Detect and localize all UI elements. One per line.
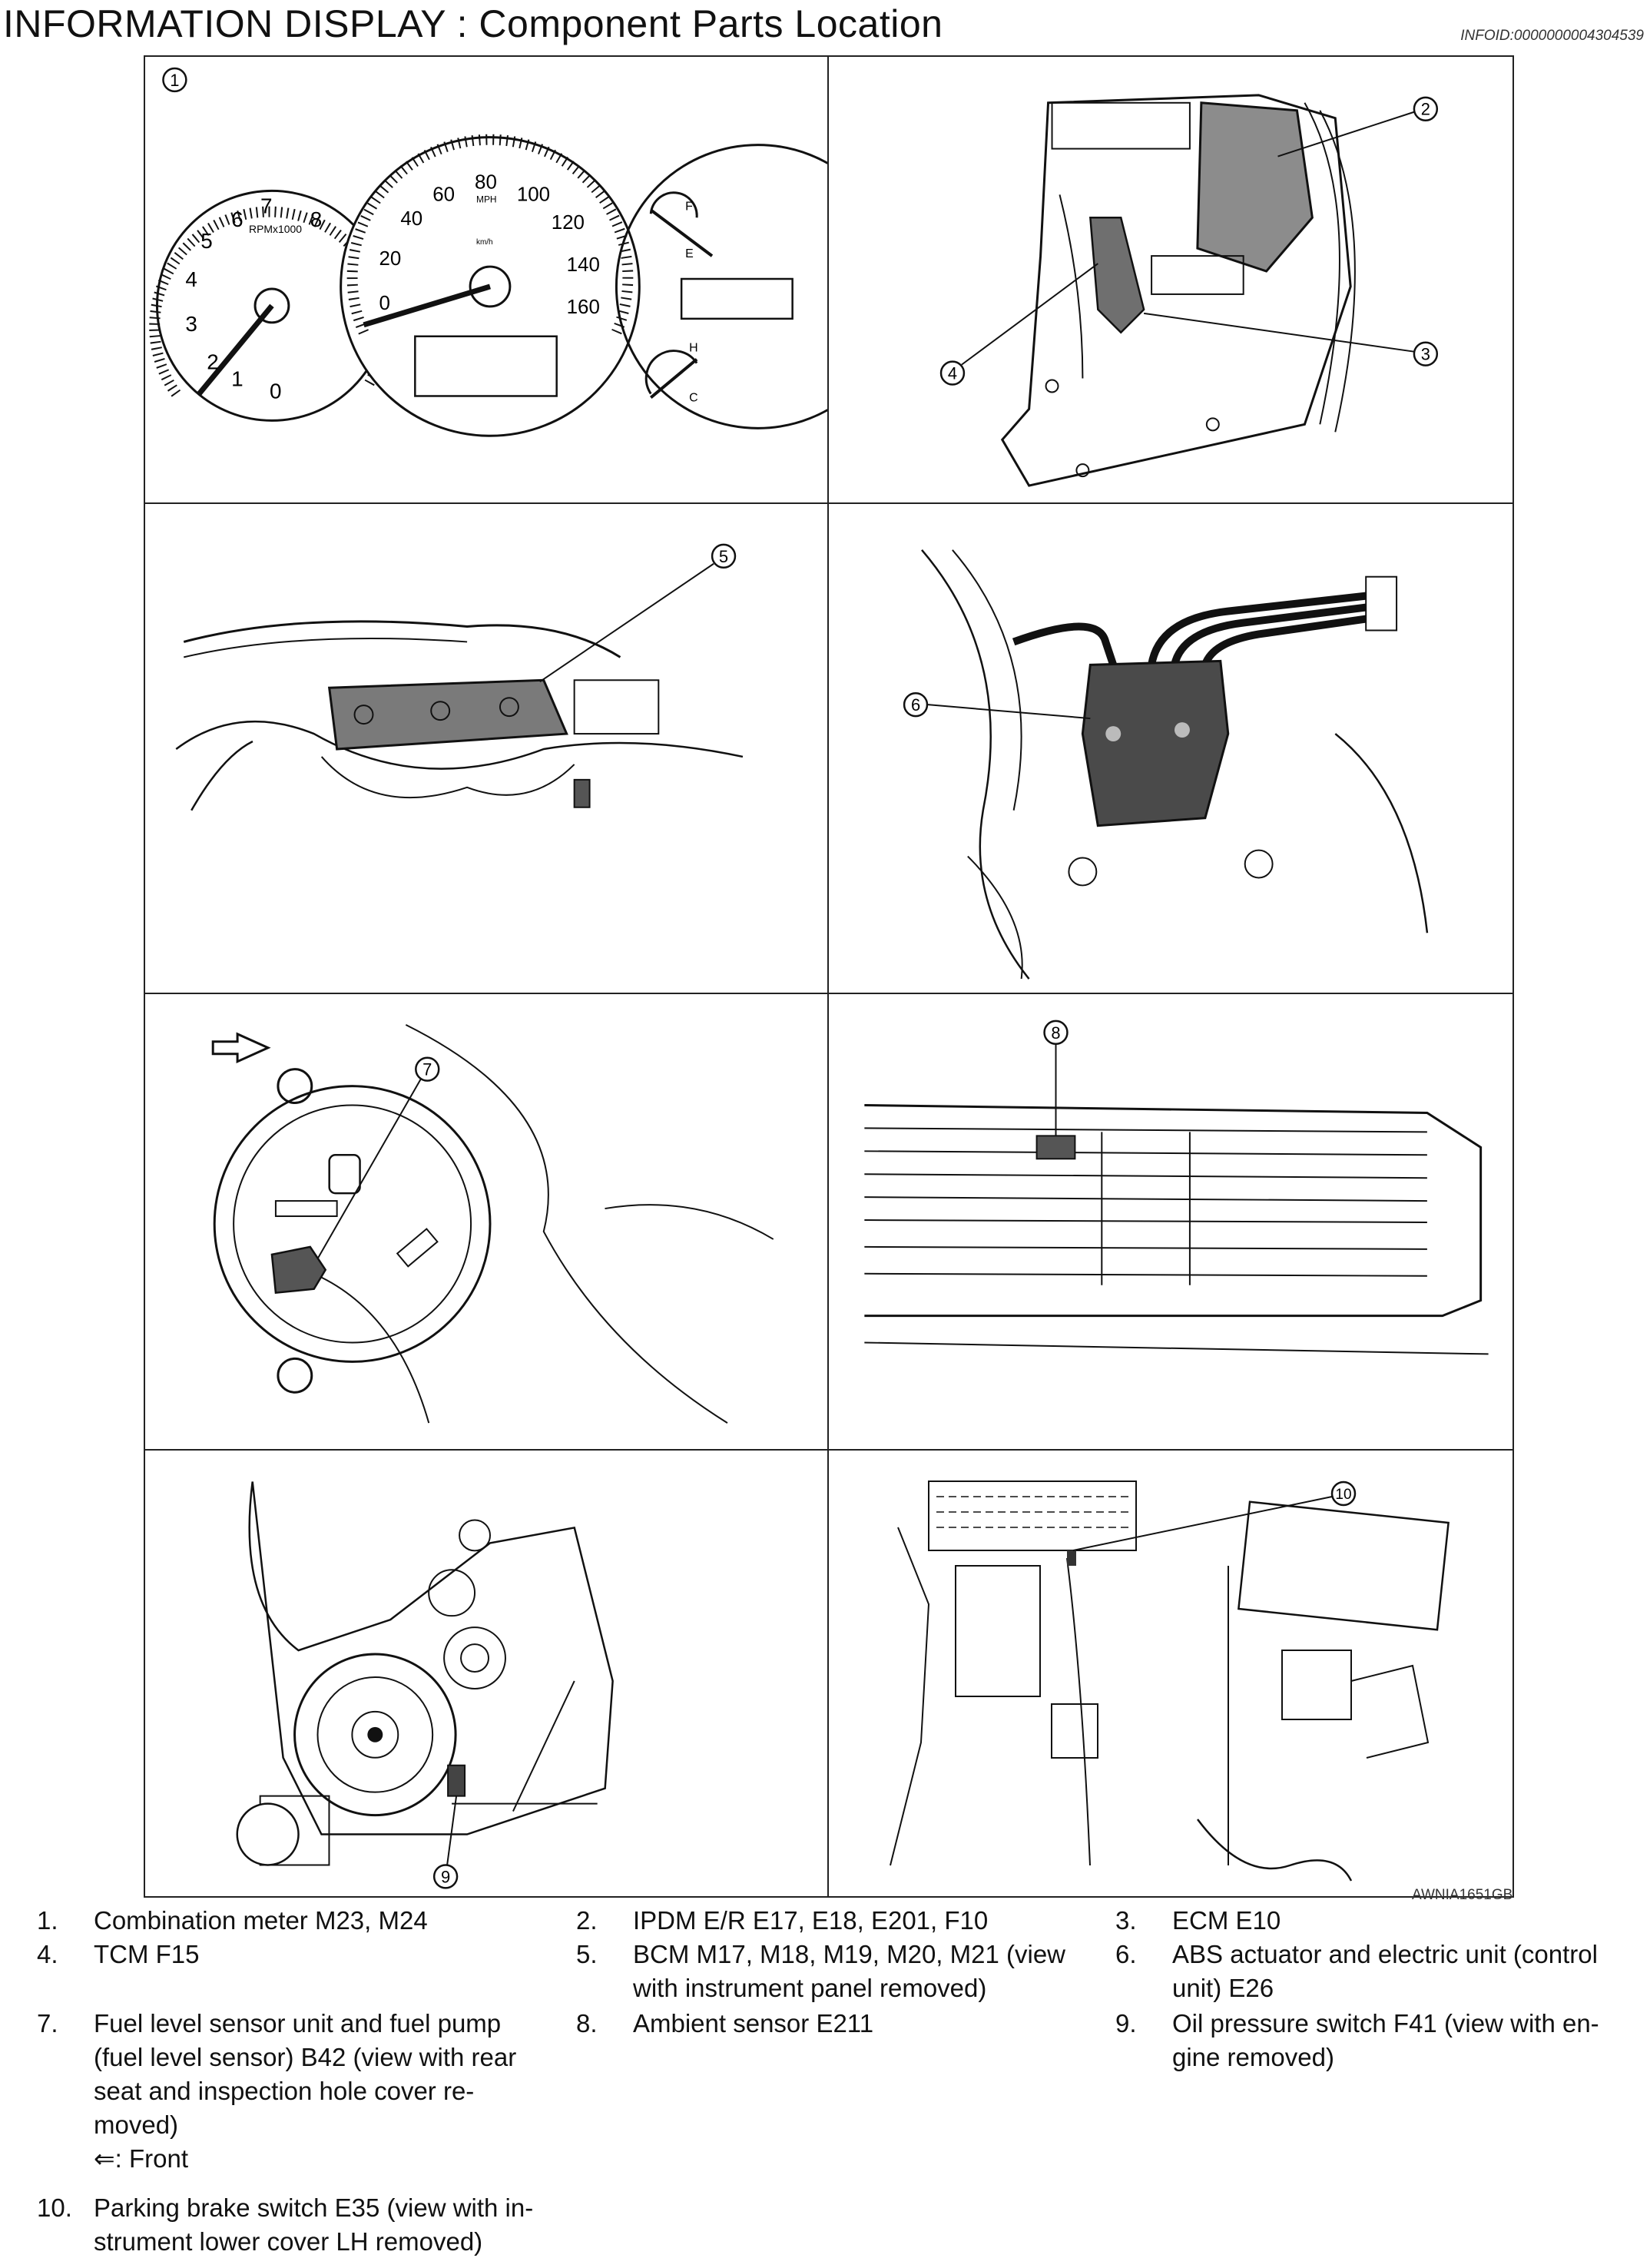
rpm-tick-8: 8	[310, 207, 323, 231]
rpm-tick-1: 1	[231, 367, 244, 391]
legend-item-1: 1. Combination meter M23, M24	[37, 1904, 575, 1942]
legend-text: TCM F15	[94, 1940, 200, 1968]
rpm-tick-7: 7	[260, 194, 273, 217]
callout-9: 9	[441, 1867, 450, 1886]
figure-code: AWNIA1651GB	[1412, 1887, 1513, 1903]
legend-text: ECM E10	[1172, 1906, 1281, 1935]
fuel-full-mark: F	[685, 200, 693, 213]
legend-num: 2.	[576, 1906, 598, 1935]
legend-text: Combination meter M23, M24	[94, 1906, 428, 1935]
component-location-figure: 1 5 6 7 8 RPMx1000 4 3 2 1 0 0 20 40 60	[144, 55, 1514, 1898]
legend-text: Fuel level sensor unit and fuel pump (fu…	[94, 2009, 517, 2173]
speed-tick-60: 60	[432, 184, 455, 205]
engine-room-drawing: 2 3 4	[939, 94, 1439, 487]
rpm-tick-4: 4	[185, 267, 197, 291]
bcm-drawing: 5	[175, 543, 744, 811]
legend-text: Parking brake switch E35 (view with in-s…	[94, 2193, 534, 2256]
rpm-tick-6: 6	[231, 207, 244, 231]
legend-num: 10.	[37, 2193, 72, 2222]
parking-brake-switch-drawing: 10	[890, 1480, 1450, 1882]
fuel-empty-mark: E	[685, 247, 694, 260]
callout-6: 6	[911, 695, 920, 715]
legend-item-3: 3. ECM E10	[1115, 1904, 1645, 1942]
callout-8: 8	[1051, 1023, 1060, 1043]
legend-item-7: 7. Fuel level sensor unit and fuel pump …	[37, 2007, 575, 2183]
speed-tick-140: 140	[567, 254, 600, 276]
kmh-unit: km/h	[476, 238, 493, 247]
callout-1: 1	[170, 71, 179, 90]
temp-cold-mark: C	[689, 391, 698, 404]
callout-5: 5	[719, 547, 728, 566]
panel-bcm: 5	[145, 504, 829, 994]
speed-tick-160: 160	[567, 297, 600, 318]
panel-engine-room: 2 3 4	[829, 57, 1512, 504]
legend-item-9: 9. Oil pressure switch F41 (view with en…	[1115, 2007, 1645, 2076]
fuel-level-sensor-drawing: 7	[211, 1023, 774, 1424]
legend-num: 5.	[576, 1940, 598, 1968]
legend-num: 4.	[37, 1940, 58, 1968]
callout-10: 10	[1335, 1487, 1351, 1503]
legend-item-10: 10. Parking brake switch E35 (view with …	[37, 2191, 621, 2264]
ambient-sensor-drawing: 8	[864, 1020, 1489, 1355]
speed-tick-40: 40	[400, 208, 422, 230]
panel-parking-brake-switch: 10	[829, 1451, 1512, 1898]
legend-num: 8.	[576, 2009, 598, 2038]
speed-tick-120: 120	[552, 212, 585, 234]
callout-7: 7	[422, 1060, 432, 1079]
callout-3: 3	[1421, 345, 1430, 364]
rpm-tick-5: 5	[200, 229, 213, 253]
panel-ambient-sensor: 8	[829, 994, 1512, 1451]
legend-text: IPDM E/R E17, E18, E201, F10	[633, 1906, 989, 1935]
panel-fuel-level-sensor: 7	[145, 994, 829, 1451]
panel-combination-meter: 1 5 6 7 8 RPMx1000 4 3 2 1 0 0 20 40 60	[145, 57, 829, 504]
rpm-tick-2: 2	[207, 350, 219, 374]
rpm-label: RPMx1000	[249, 223, 302, 235]
legend-text: Ambient sensor E211	[633, 2009, 874, 2038]
legend-num: 3.	[1115, 1906, 1137, 1935]
legend-num: 6.	[1115, 1940, 1137, 1968]
page-title: INFORMATION DISPLAY : Component Parts Lo…	[3, 2, 943, 45]
callout-2: 2	[1421, 100, 1430, 119]
temp-hot-mark: H	[689, 342, 698, 355]
panel-oil-pressure-switch: 9	[145, 1451, 829, 1898]
legend-item-6: 6. ABS actuator and electric unit (contr…	[1115, 1938, 1645, 2007]
rpm-tick-0: 0	[270, 379, 282, 403]
callout-4: 4	[948, 364, 957, 383]
legend-item-4: 4. TCM F15	[37, 1938, 575, 1976]
speed-tick-100: 100	[517, 184, 550, 205]
legend-num: 1.	[37, 1906, 58, 1935]
oil-pressure-switch-drawing: 9	[236, 1481, 614, 1889]
speed-tick-80: 80	[475, 171, 497, 193]
rpm-tick-3: 3	[185, 312, 197, 336]
legend-num: 7.	[37, 2009, 58, 2038]
legend-item-2: 2. IPDM E/R E17, E18, E201, F10	[576, 1904, 1114, 1942]
mph-unit: MPH	[476, 194, 497, 204]
legend-item-8: 8. Ambient sensor E211	[576, 2007, 1114, 2045]
abs-actuator-drawing: 6	[903, 549, 1429, 980]
front-arrow-icon	[211, 1032, 271, 1064]
info-id: INFOID:0000000004304539	[1460, 28, 1644, 44]
speed-tick-0: 0	[379, 293, 389, 314]
speed-tick-20: 20	[379, 248, 401, 270]
legend-num: 9.	[1115, 2009, 1137, 2038]
panel-abs-actuator: 6	[829, 504, 1512, 994]
combination-meter-drawing: 1 5 6 7 8 RPMx1000 4 3 2 1 0 0 20 40 60	[149, 67, 827, 437]
legend-text: Oil pressure switch F41 (view with en-gi…	[1172, 2009, 1599, 2071]
